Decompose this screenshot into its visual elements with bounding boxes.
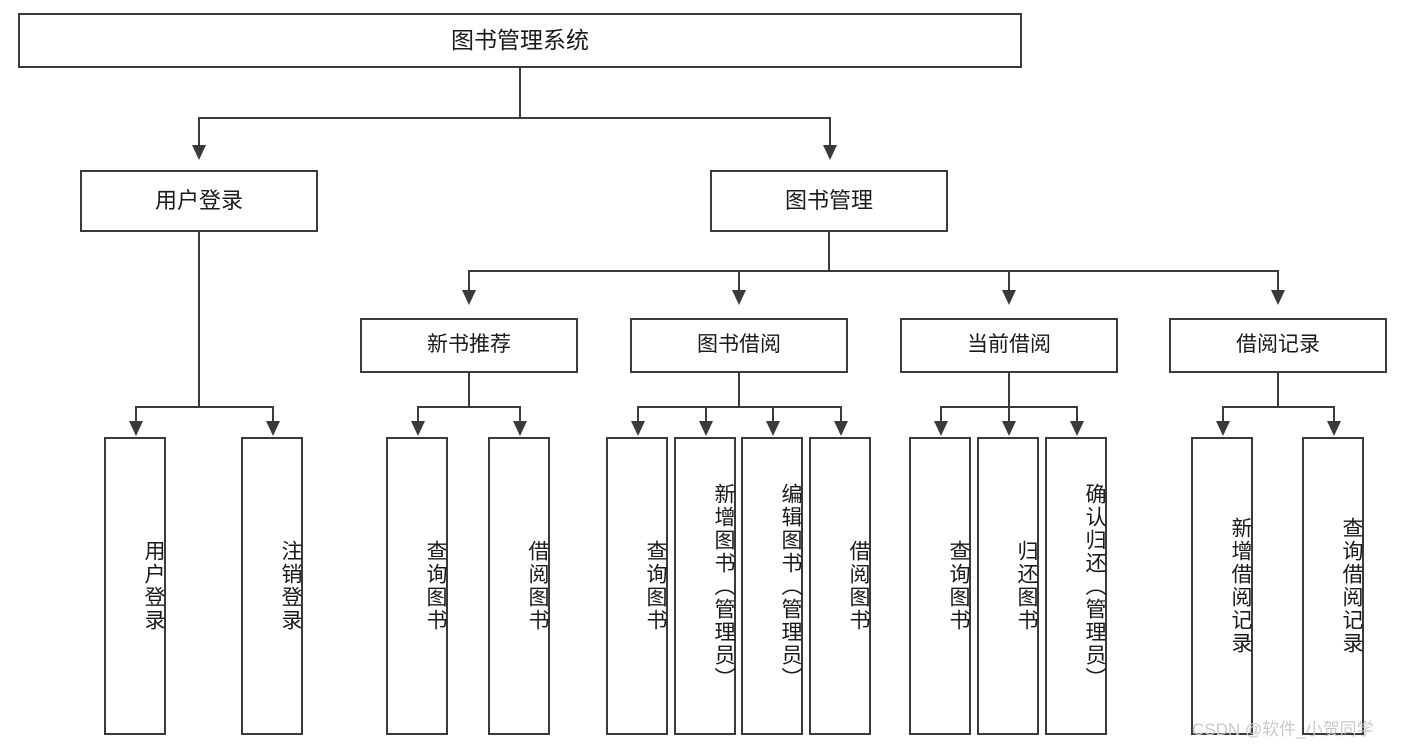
arrow-icon-level2-3 — [1271, 290, 1285, 305]
node-label: 新书推荐 — [427, 333, 511, 357]
node-borrow-record[interactable]: 借阅记录 — [1169, 318, 1387, 373]
connector-borrowrecord-drop-1 — [1333, 406, 1335, 423]
arrow-icon-newbook-1 — [513, 421, 527, 436]
csdn-watermark: CSDN @软件_小贺同学 — [1192, 720, 1374, 739]
arrow-icon-newbook-0 — [411, 421, 425, 436]
node-label: 确认归还（管理员） — [1083, 482, 1106, 690]
arrow-icon-borrowrecord-1 — [1327, 421, 1341, 436]
leaf-add-book-admin[interactable]: 新增图书（管理员） — [674, 437, 736, 735]
arrow-icon-bookborrow-3 — [834, 421, 848, 436]
connector-level1-bus — [198, 117, 831, 119]
connector-bookborrow-stem — [738, 373, 740, 407]
leaf-borrow-book-recommend[interactable]: 借阅图书 — [488, 437, 550, 735]
arrow-icon-userlogin-0 — [129, 421, 143, 436]
connector-bookborrow-drop-0 — [637, 406, 639, 423]
node-label: 借阅记录 — [1236, 333, 1320, 357]
connector-level2-drop-2 — [1008, 270, 1010, 292]
node-user-login[interactable]: 用户登录 — [80, 170, 318, 232]
connector-userlogin-drop-0 — [135, 406, 137, 423]
arrow-icon-level2-1 — [732, 290, 746, 305]
leaf-edit-book-admin[interactable]: 编辑图书（管理员） — [741, 437, 803, 735]
node-root-book-management-system[interactable]: 图书管理系统 — [18, 13, 1022, 68]
leaf-return-book[interactable]: 归还图书 — [977, 437, 1039, 735]
connector-currentborrow-drop-2 — [1076, 406, 1078, 423]
node-book-management[interactable]: 图书管理 — [710, 170, 948, 232]
arrow-icon-bookborrow-1 — [699, 421, 713, 436]
node-current-borrow[interactable]: 当前借阅 — [900, 318, 1118, 373]
node-label: 查询图书 — [424, 540, 447, 632]
connector-root-stem — [519, 68, 521, 118]
node-label: 归还图书 — [1015, 540, 1038, 632]
connector-bookborrow-bus — [637, 406, 841, 408]
leaf-add-borrow-record[interactable]: 新增借阅记录 — [1191, 437, 1253, 735]
node-book-borrow[interactable]: 图书借阅 — [630, 318, 848, 373]
arrow-icon-level2-0 — [462, 290, 476, 305]
node-label: 借阅图书 — [526, 540, 549, 632]
connector-currentborrow-drop-1 — [1008, 406, 1010, 423]
arrow-icon-currentborrow-1 — [1002, 421, 1016, 436]
leaf-query-borrow-record[interactable]: 查询借阅记录 — [1302, 437, 1364, 735]
node-label: 注销登录 — [279, 540, 302, 632]
arrow-icon-level1-0 — [192, 145, 206, 160]
node-label: 当前借阅 — [967, 333, 1051, 357]
arrow-icon-currentborrow-2 — [1070, 421, 1084, 436]
arrow-icon-userlogin-1 — [266, 421, 280, 436]
connector-newbook-drop-1 — [519, 406, 521, 423]
connector-currentborrow-stem — [1008, 373, 1010, 407]
connector-bookborrow-drop-1 — [705, 406, 707, 423]
connector-userlogin-bus — [135, 406, 272, 408]
arrow-icon-level2-2 — [1002, 290, 1016, 305]
leaf-query-book-current[interactable]: 查询图书 — [909, 437, 971, 735]
node-label: 新增图书（管理员） — [712, 482, 735, 690]
node-label: 图书管理 — [784, 188, 873, 214]
connector-bookmgmt-stem — [828, 232, 830, 271]
node-label: 图书管理系统 — [451, 27, 589, 54]
node-new-book-recommend[interactable]: 新书推荐 — [360, 318, 578, 373]
node-label: 查询借阅记录 — [1340, 517, 1363, 655]
connector-level1-drop-1 — [829, 117, 831, 147]
leaf-query-book-recommend[interactable]: 查询图书 — [386, 437, 448, 735]
arrow-icon-bookborrow-0 — [631, 421, 645, 436]
arrow-icon-bookborrow-2 — [766, 421, 780, 436]
connector-userlogin-stem — [198, 232, 200, 407]
connector-level1-drop-0 — [198, 117, 200, 147]
connector-userlogin-drop-1 — [272, 406, 274, 423]
connector-level2-drop-0 — [468, 270, 470, 292]
node-label: 用户登录 — [142, 540, 165, 632]
leaf-borrow-book[interactable]: 借阅图书 — [809, 437, 871, 735]
node-label: 图书借阅 — [697, 333, 781, 357]
connector-bookborrow-drop-2 — [772, 406, 774, 423]
node-label: 编辑图书（管理员） — [779, 482, 802, 690]
arrow-icon-borrowrecord-0 — [1216, 421, 1230, 436]
connector-level2-drop-1 — [738, 270, 740, 292]
connector-borrowrecord-stem — [1277, 373, 1279, 407]
connector-newbook-bus — [417, 406, 520, 408]
arrow-icon-currentborrow-0 — [934, 421, 948, 436]
connector-borrowrecord-bus — [1222, 406, 1334, 408]
node-label: 借阅图书 — [847, 540, 870, 632]
connector-bookborrow-drop-3 — [840, 406, 842, 423]
node-label: 新增借阅记录 — [1229, 517, 1252, 655]
leaf-user-login[interactable]: 用户登录 — [104, 437, 166, 735]
leaf-query-book-borrow[interactable]: 查询图书 — [606, 437, 668, 735]
connector-level2-bus — [468, 270, 1279, 272]
arrow-icon-level1-1 — [823, 145, 837, 160]
leaf-confirm-return-admin[interactable]: 确认归还（管理员） — [1045, 437, 1107, 735]
connector-currentborrow-drop-0 — [940, 406, 942, 423]
connector-borrowrecord-drop-0 — [1222, 406, 1224, 423]
connector-level2-drop-3 — [1277, 270, 1279, 292]
node-label: 用户登录 — [154, 188, 243, 214]
node-label: 查询图书 — [644, 540, 667, 632]
leaf-logout-login[interactable]: 注销登录 — [241, 437, 303, 735]
node-label: 查询图书 — [947, 540, 970, 632]
connector-newbook-drop-0 — [417, 406, 419, 423]
connector-newbook-stem — [468, 373, 470, 407]
